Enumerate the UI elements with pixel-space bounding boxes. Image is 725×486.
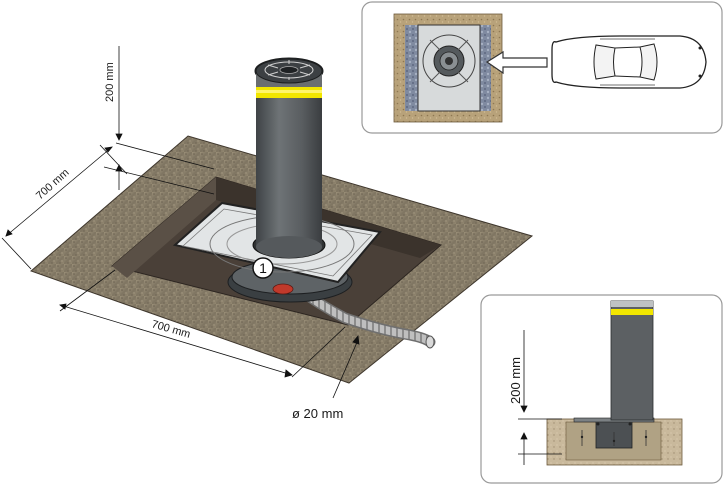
conduit-hose xyxy=(294,284,436,349)
section-yellow-band xyxy=(611,309,653,315)
side-section-panel: 200 mm xyxy=(480,294,723,484)
car-topview-icon xyxy=(551,35,707,89)
inset-top-view-pit xyxy=(393,13,503,123)
dimension-conduit-diameter: ø 20 mm xyxy=(292,406,343,421)
arrow-left-icon xyxy=(485,50,548,75)
top-view-inset-panel xyxy=(361,1,723,134)
callout-number: 1 xyxy=(259,260,267,276)
dimension-height-top: 200 mm xyxy=(104,62,116,102)
bollard-column xyxy=(252,57,326,259)
dimension-lines xyxy=(1,46,360,399)
callout-marker: 1 xyxy=(252,257,274,279)
dimension-height-detail: 200 mm xyxy=(508,357,523,404)
section-bollard xyxy=(610,300,654,421)
